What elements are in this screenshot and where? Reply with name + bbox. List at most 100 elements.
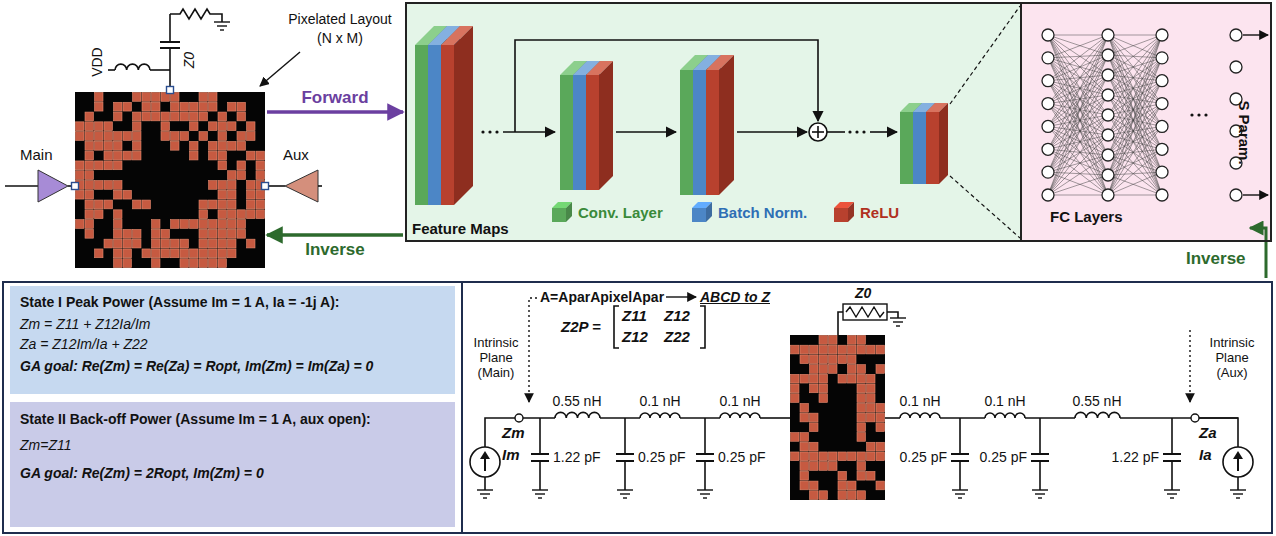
metal-pixel [800, 452, 809, 461]
slab-side [939, 103, 948, 184]
matrix-bracket [614, 306, 705, 348]
wire [108, 69, 115, 71]
swatch-side [848, 202, 854, 222]
part-label: 0.25 pF [900, 449, 947, 465]
metal-pixel [819, 365, 828, 374]
metal-pixel [857, 433, 866, 442]
flow-arrow [666, 296, 696, 297]
metal-pixel [209, 102, 218, 111]
fc-weight [1048, 35, 1108, 175]
metal-pixel [171, 112, 180, 121]
aux-amplifier [285, 170, 318, 202]
metal-pixel [95, 210, 104, 219]
metal-pixel [829, 336, 838, 345]
fc-weight [1048, 55, 1108, 126]
metal-pixel [800, 355, 809, 364]
metal-pixel [810, 345, 819, 354]
ground-symbol [1170, 497, 1174, 498]
metal-pixel [133, 229, 142, 238]
capacitor-plate [1163, 453, 1181, 455]
metal-pixel [819, 491, 828, 500]
fc-weight [1108, 35, 1162, 58]
metal-pixel [104, 200, 113, 209]
metal-pixel [95, 132, 104, 141]
metal-pixel [247, 190, 256, 199]
fc-weight [1108, 75, 1162, 126]
metal-pixel [85, 229, 94, 238]
neuron [1102, 149, 1114, 161]
fc-weight [1108, 35, 1162, 55]
metal-pixel [152, 239, 161, 248]
terminal [1191, 414, 1199, 422]
metal-pixel [848, 481, 857, 490]
metal-pixel [218, 259, 227, 268]
fc-weight [1048, 75, 1108, 172]
ground-symbol [1038, 497, 1042, 498]
metal-pixel [85, 161, 94, 170]
metal-pixel [85, 171, 94, 180]
metal-pixel [133, 141, 142, 150]
metal-pixel [819, 394, 828, 403]
fc-weight [1048, 35, 1108, 195]
metal-pixel [171, 132, 180, 141]
fc-weight [1048, 35, 1108, 81]
metal-pixel [209, 220, 218, 229]
metal-pixel [133, 93, 142, 102]
metal-pixel [104, 122, 113, 131]
slab-side [586, 61, 600, 190]
metal-pixel [810, 374, 819, 383]
fc-weight [1048, 115, 1108, 195]
reference-plane [1189, 330, 1190, 402]
metal-pixel [180, 249, 189, 258]
neuron [1102, 49, 1114, 61]
fc-link [950, 6, 1020, 104]
metal-pixel [256, 210, 265, 219]
part-label: Inverse [1186, 249, 1246, 269]
metal-pixel [123, 229, 132, 238]
metal-pixel [199, 210, 208, 219]
fc-weight [1048, 55, 1108, 172]
metal-pixel [171, 220, 180, 229]
metal-pixel [876, 413, 885, 422]
metal-pixel [848, 452, 857, 461]
swatch-side [706, 202, 712, 222]
metal-pixel [133, 151, 142, 160]
ground-symbol [217, 25, 227, 26]
metal-pixel [857, 471, 866, 480]
inductor-symbol [640, 413, 680, 418]
wire [1120, 417, 1195, 419]
metal-pixel [867, 345, 876, 354]
circuit-panel [462, 282, 1272, 533]
metal-pixel [142, 112, 151, 121]
current-source [1223, 447, 1253, 477]
wire [885, 417, 900, 419]
pixel-layout [75, 92, 265, 268]
metal-pixel [857, 365, 866, 374]
fc-weight [1048, 75, 1108, 126]
metal-pixel [199, 200, 208, 209]
metal-pixel [857, 336, 866, 345]
flow-arrow [503, 131, 555, 133]
part-label: 0.1 nH [639, 393, 680, 409]
metal-pixel [800, 481, 809, 490]
metal-pixel [95, 93, 104, 102]
fc-weight [1048, 95, 1108, 172]
body-text: Za = Z12Im/Ia + Z22 [20, 336, 445, 352]
metal-pixel [848, 491, 857, 500]
metal-pixel [209, 93, 218, 102]
flow-arrow [616, 131, 676, 133]
metal-pixel [161, 239, 170, 248]
part-label: Z12 [664, 307, 690, 324]
port-square [167, 87, 174, 94]
metal-pixel [95, 141, 104, 150]
fc-weight [1108, 35, 1162, 195]
metal-pixel [142, 249, 151, 258]
wire [519, 417, 555, 419]
neuron [1042, 75, 1054, 87]
heading: FC Layers [1050, 208, 1123, 225]
metal-pixel [819, 336, 828, 345]
neuron [1042, 29, 1054, 41]
metal-pixel [95, 200, 104, 209]
metal-pixel [867, 384, 876, 393]
goal-box: State I Peak Power (Assume Im = 1 A, Ia … [10, 286, 455, 394]
